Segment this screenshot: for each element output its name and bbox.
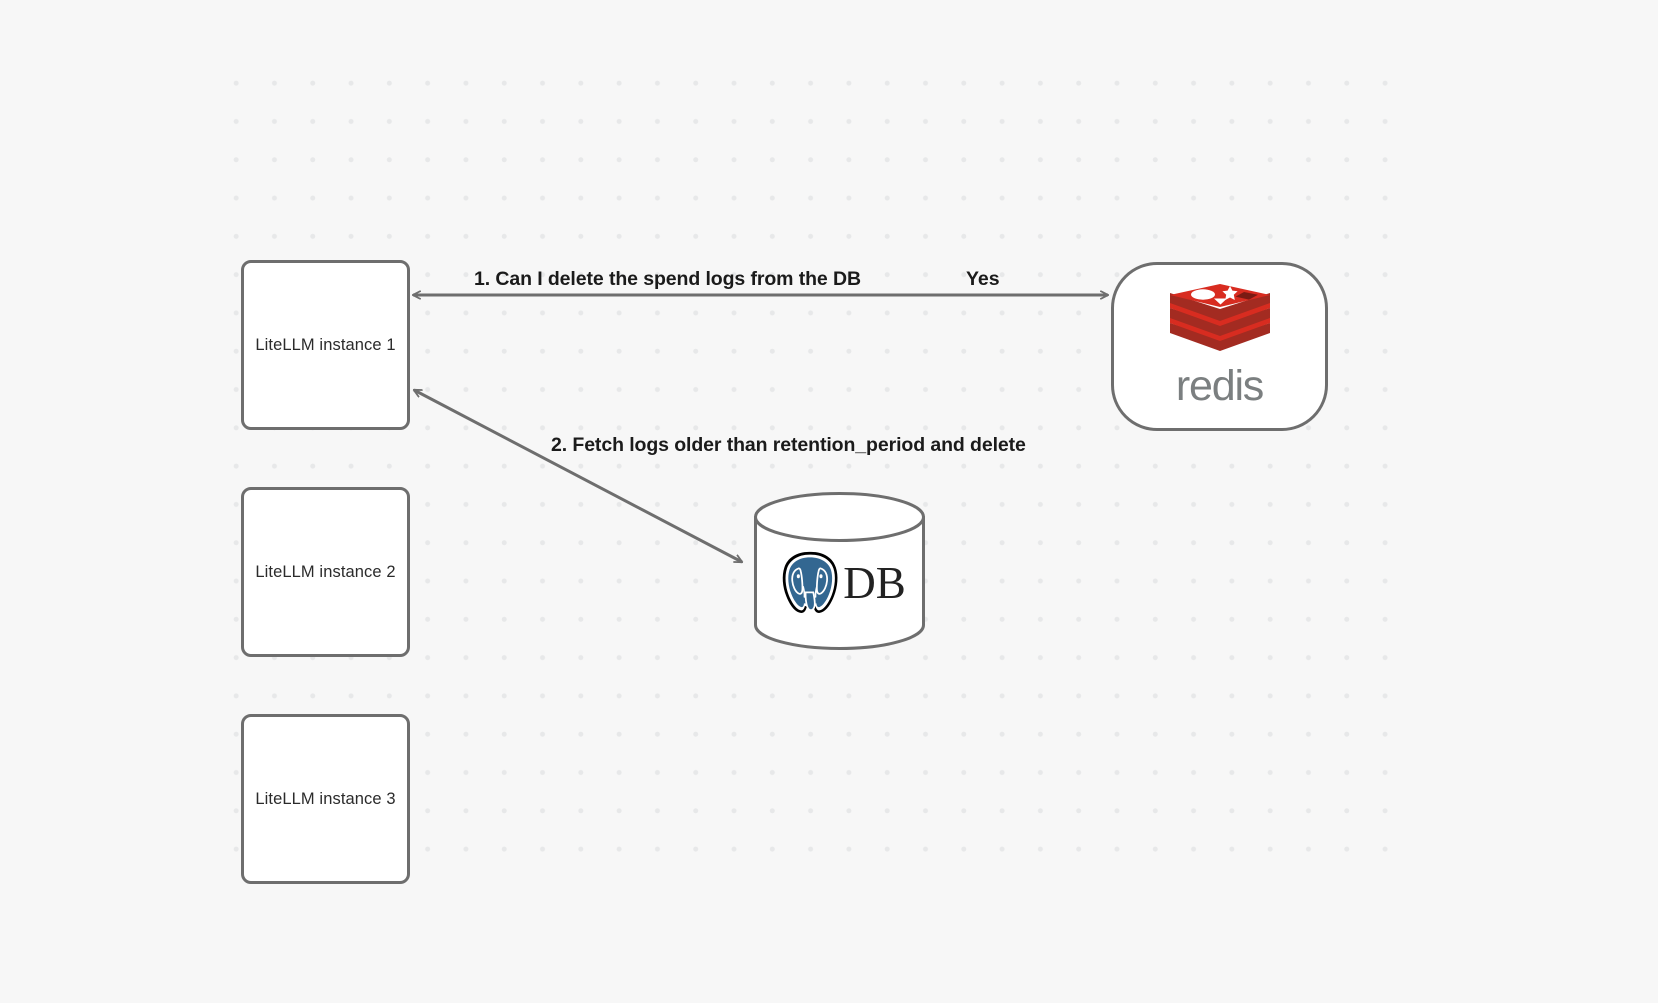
- edge-label-step-1: 1. Can I delete the spend logs from the …: [474, 268, 861, 290]
- redis-logo-icon: [1169, 284, 1270, 351]
- node-litellm-instance-2[interactable]: LiteLLM instance 2: [241, 487, 410, 657]
- node-redis[interactable]: redis: [1111, 262, 1328, 431]
- node-litellm-instance-3[interactable]: LiteLLM instance 3: [241, 714, 410, 884]
- redis-logo-group: redis: [1165, 281, 1275, 408]
- redis-wordmark-label: redis: [1175, 362, 1264, 410]
- db-cylinder-shape: [754, 492, 925, 650]
- node-litellm-instance-1[interactable]: LiteLLM instance 1: [241, 260, 410, 430]
- postgresql-elephant-icon: [782, 551, 838, 613]
- node-database[interactable]: DB: [753, 492, 926, 650]
- node-litellm-instance-3-label: LiteLLM instance 3: [255, 789, 396, 808]
- db-label: DB: [843, 557, 906, 608]
- edge-label-yes: Yes: [966, 268, 1000, 290]
- node-litellm-instance-1-label: LiteLLM instance 1: [255, 335, 396, 354]
- db-logo-group: DB: [753, 538, 926, 628]
- node-litellm-instance-2-label: LiteLLM instance 2: [255, 562, 396, 581]
- edge-label-step-2: 2. Fetch logs older than retention_perio…: [551, 434, 1026, 456]
- edge-litellm1-db: [414, 388, 742, 564]
